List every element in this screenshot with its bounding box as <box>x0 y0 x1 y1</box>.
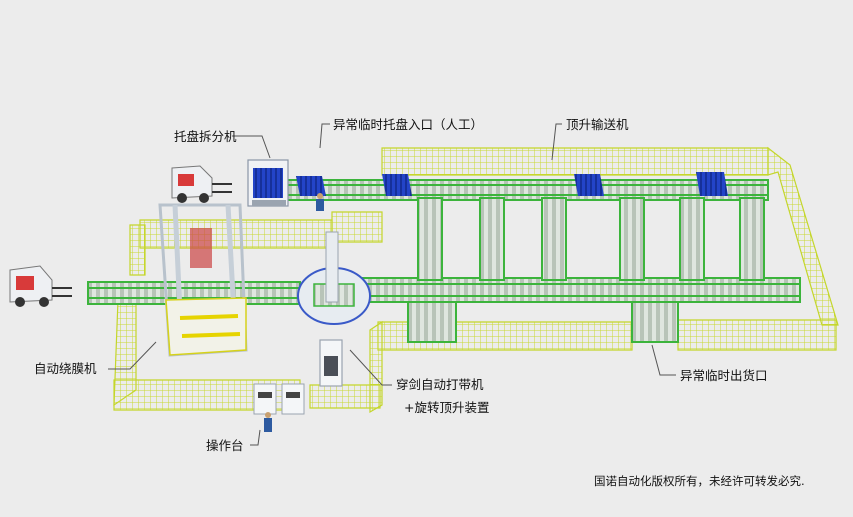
operator-figure <box>264 193 324 432</box>
stretch-wrapper <box>158 203 248 357</box>
copyright-notice: 国诺自动化版权所有，未经许可转发必究. <box>594 474 805 488</box>
label-console: 操作台 <box>206 438 244 453</box>
fence-mid-top <box>331 211 383 243</box>
leader-temp-in <box>319 123 330 149</box>
destacker-machine <box>247 159 289 207</box>
forklift-left <box>9 265 72 307</box>
fence-bottom-strapper <box>309 384 381 409</box>
label-lift-conveyor: 顶升输送机 <box>566 117 629 132</box>
strapper-turntable <box>297 231 371 387</box>
leader-strapper <box>349 349 392 386</box>
pallet <box>574 174 604 196</box>
leader-temp-out <box>651 344 676 376</box>
leader-destacker <box>232 135 271 159</box>
entry-conveyor <box>87 281 301 305</box>
control-console <box>253 383 305 415</box>
label-temp-out: 异常临时出货口 <box>680 368 768 383</box>
label-temp-pallet-in: 异常临时托盘入口（人工） <box>333 117 484 132</box>
label-strapper-line2: +旋转顶升装置 <box>404 400 490 415</box>
pallet <box>296 176 326 196</box>
transfer-conveyors <box>407 197 765 343</box>
fence-left-top-segment <box>139 219 333 249</box>
leader-console <box>250 429 261 446</box>
leader-lift <box>551 123 562 161</box>
fence-left-side <box>129 224 146 276</box>
label-destacker: 托盘拆分机 <box>174 129 237 144</box>
label-strapper-line1: 穿剑自动打带机 <box>396 377 484 392</box>
fence-right-bottom <box>677 319 837 351</box>
pallet <box>382 174 412 196</box>
leader-lines <box>108 123 676 446</box>
leader-wrapper <box>108 341 157 370</box>
fence-right-top <box>381 147 769 176</box>
pallet <box>696 172 728 196</box>
pallets <box>296 172 728 196</box>
fence-strapper-side <box>369 320 383 414</box>
label-stretch-wrapper: 自动绕膜机 <box>34 361 97 376</box>
forklift-top <box>171 165 232 203</box>
main-conveyor <box>359 277 801 303</box>
